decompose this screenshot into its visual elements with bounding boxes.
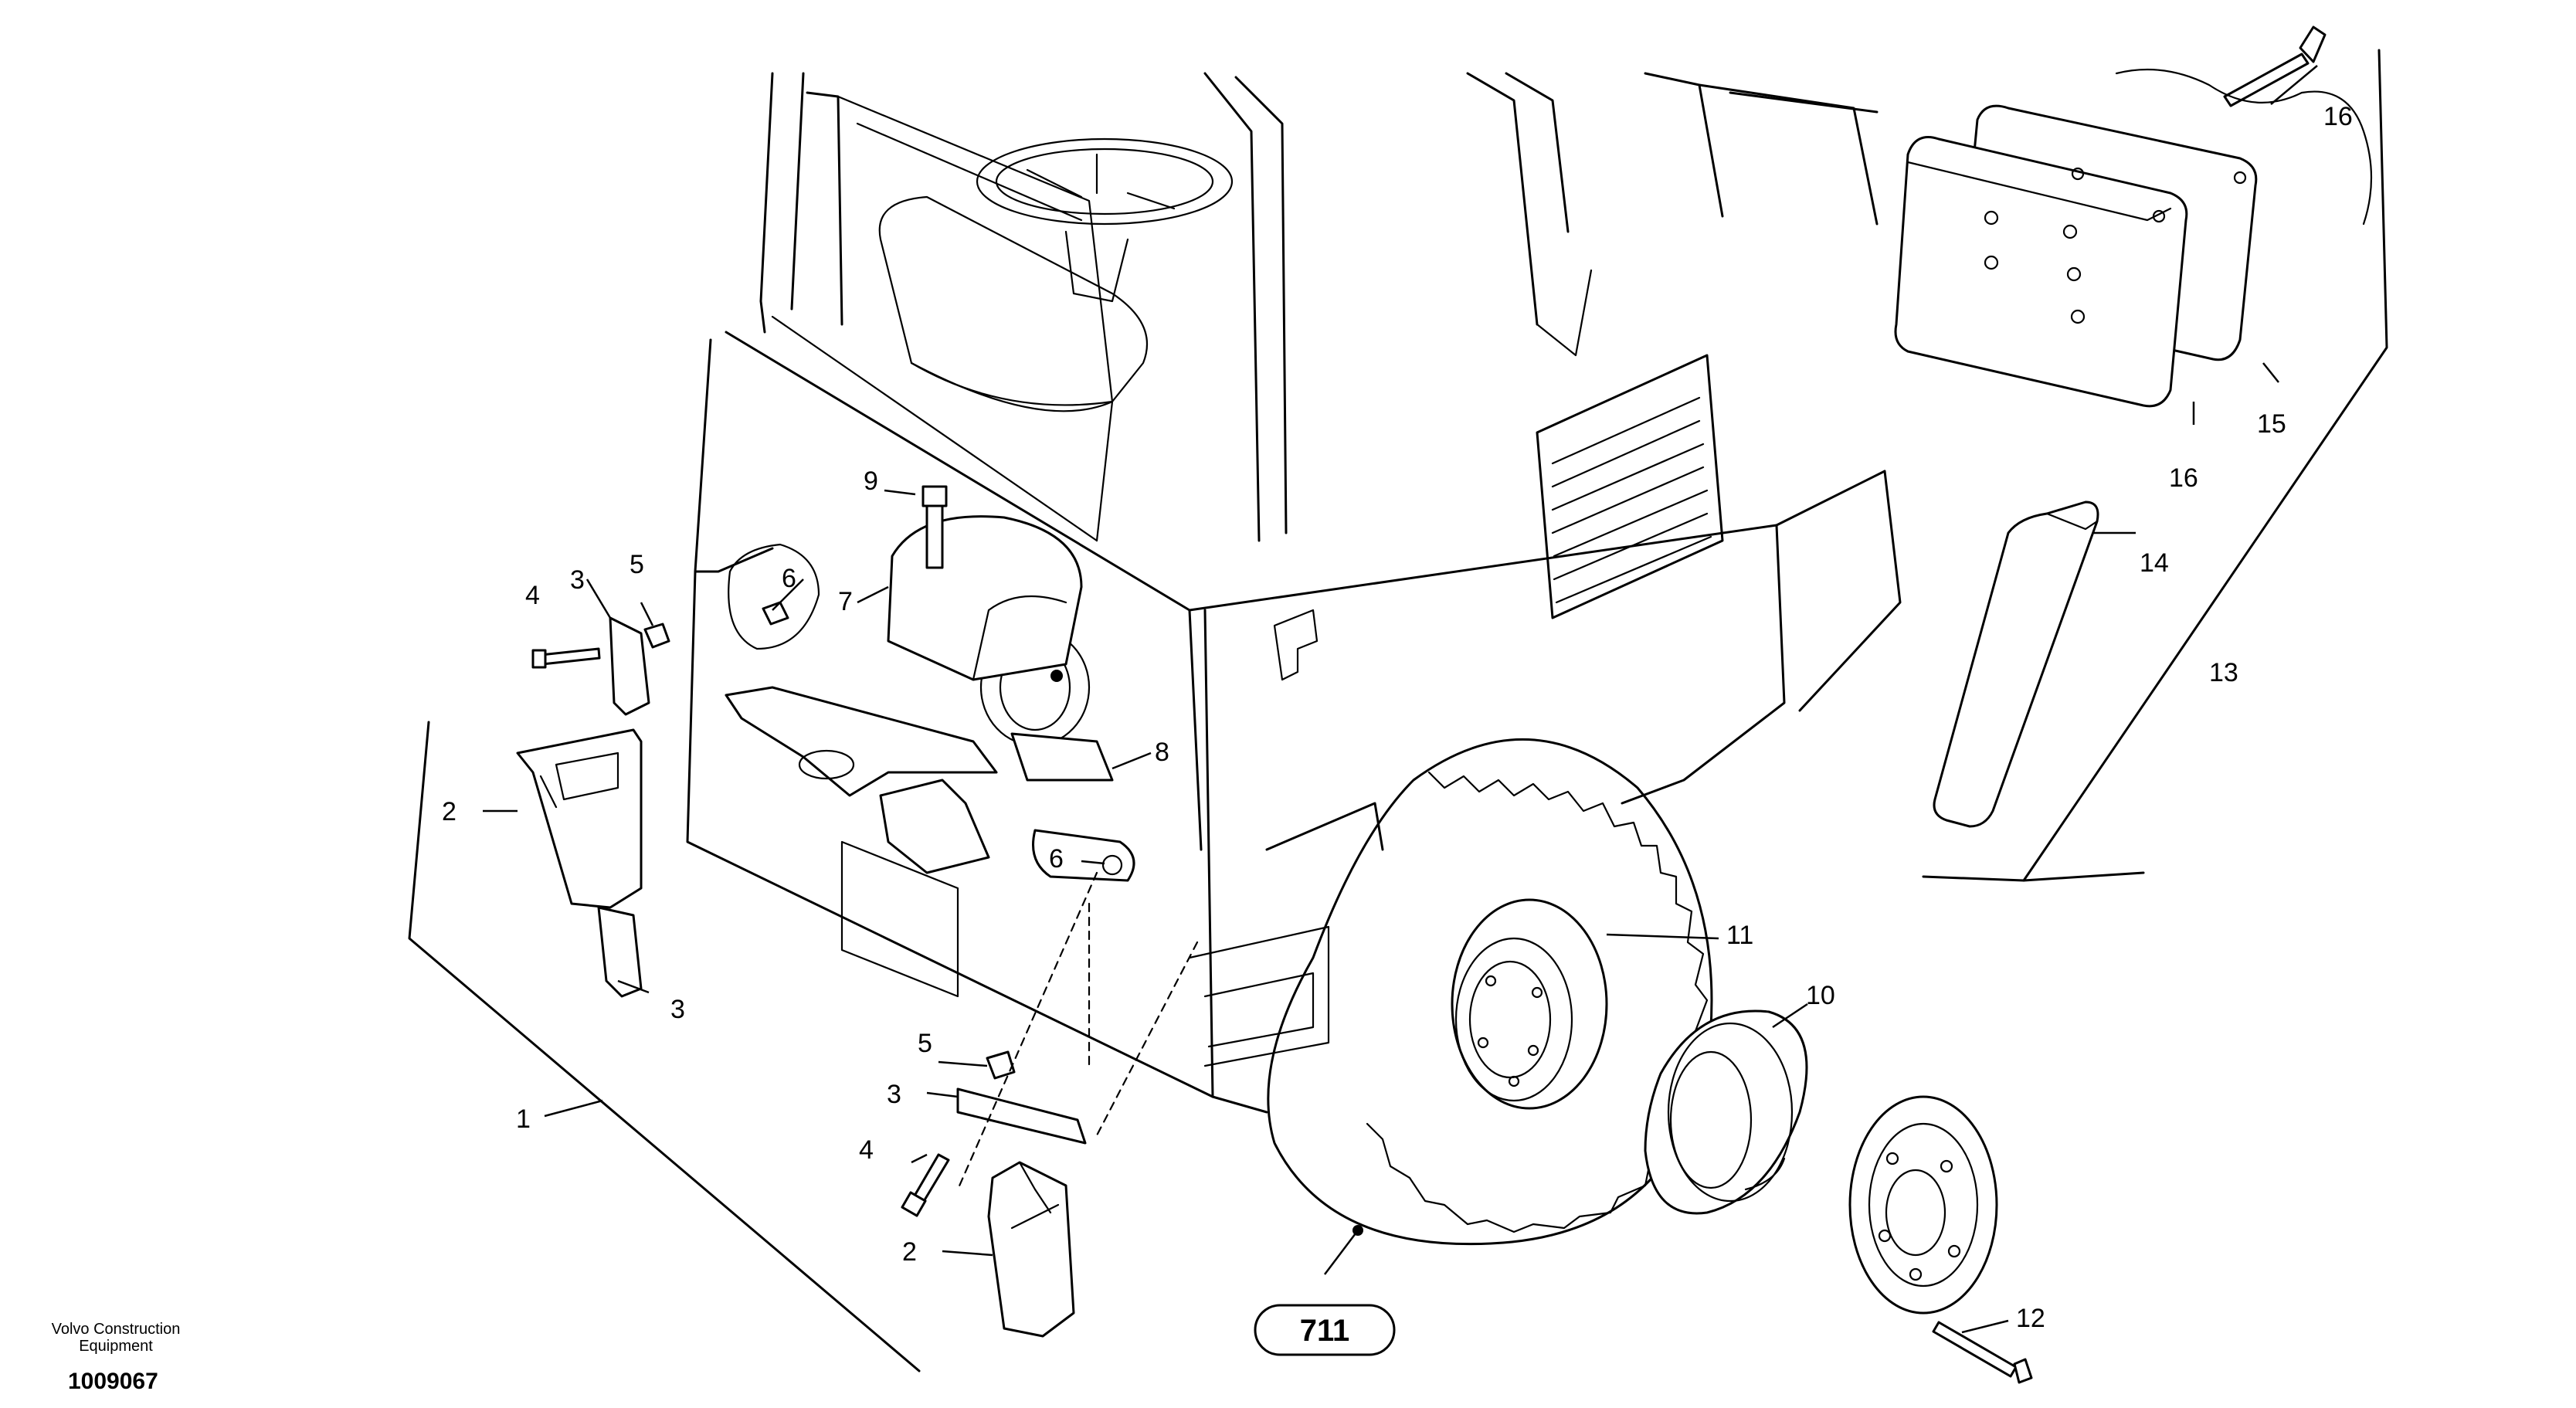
callout-9: 9 — [864, 467, 878, 496]
callout-12: 12 — [2016, 1304, 2045, 1333]
callout-3-upper: 3 — [570, 565, 585, 595]
callout-5-upper: 5 — [630, 550, 644, 579]
parts-13-16-weight-plates — [1894, 25, 2373, 828]
part-10-ring — [1644, 1009, 1808, 1215]
callout-4-lower: 4 — [859, 1135, 874, 1165]
callout-10: 10 — [1806, 981, 1835, 1010]
callout-6-upper: 6 — [782, 564, 796, 593]
document-number: 1009067 — [68, 1369, 158, 1394]
callout-2-upper: 2 — [442, 797, 456, 826]
left-bracket-parts — [516, 485, 1199, 1338]
callout-3-middle: 3 — [670, 995, 685, 1024]
brand-line-2: Equipment — [79, 1338, 153, 1355]
callout-3-lower: 3 — [887, 1080, 901, 1109]
callout-16-top: 16 — [2323, 102, 2353, 131]
callout-4-upper: 4 — [525, 581, 540, 610]
callout-6-lower: 6 — [1049, 844, 1064, 874]
callout-11: 11 — [1726, 921, 1753, 950]
group-boundary-lines — [408, 49, 2388, 1372]
callout-1: 1 — [516, 1104, 531, 1134]
callout-14: 14 — [2140, 548, 2169, 578]
leader-lines — [483, 65, 2318, 1334]
part-12-wheel-disc — [1848, 1095, 2033, 1384]
callout-5-lower: 5 — [918, 1029, 932, 1058]
callout-13: 13 — [2209, 658, 2238, 687]
brand-line-1: Volvo Construction — [51, 1321, 181, 1338]
reference-badge[interactable]: 711 — [1254, 1304, 1396, 1356]
callout-7: 7 — [838, 587, 853, 616]
drive-wheel-drawing — [1267, 738, 1713, 1246]
callout-16-bottom: 16 — [2169, 463, 2198, 493]
callout-15: 15 — [2257, 409, 2286, 439]
reference-badge-label: 711 — [1300, 1314, 1350, 1348]
callout-labels: 1 2 2 3 3 3 4 4 5 5 6 6 7 8 9 10 11 12 1… — [442, 102, 2353, 1333]
callout-2-lower: 2 — [902, 1237, 917, 1267]
machine-body-drawing — [686, 72, 1902, 1114]
brand-caption: Volvo Construction Equipment — [31, 1321, 201, 1355]
callout-8: 8 — [1155, 738, 1169, 767]
